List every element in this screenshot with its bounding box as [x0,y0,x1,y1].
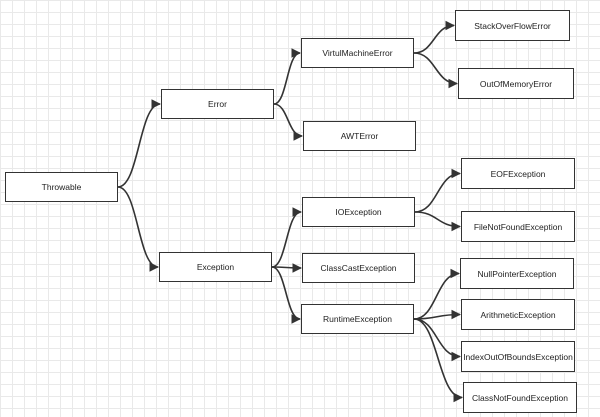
node-index-out-of-bounds-exception[interactable]: IndexOutOfBoundsException [461,341,575,372]
edge-runtime-exception-to-index-out-of-bounds-exception [413,318,461,362]
edge-error-to-awt-error [273,103,303,141]
edge-exception-to-class-cast-exception [271,263,302,273]
node-runtime-exception[interactable]: RuntimeException [301,304,414,334]
edge-throwable-to-exception [117,186,159,272]
node-null-pointer-exception[interactable]: NullPointerException [460,258,574,289]
edge-exception-to-runtime-exception [271,266,301,324]
node-virtual-machine-error[interactable]: VirtulMachineError [301,38,414,68]
edge-throwable-to-error [117,99,161,188]
node-class-not-found-exception[interactable]: ClassNotFoundException [463,382,577,413]
edge-exception-to-io-exception [271,207,302,268]
edge-runtime-exception-to-class-not-found-exception [413,318,463,403]
node-out-of-memory-error[interactable]: OutOfMemoryError [458,68,574,99]
edge-io-exception-to-file-not-found-exception [414,211,461,232]
node-stack-overflow-error[interactable]: StackOverFlowError [455,10,570,41]
edge-error-to-virtual-machine-error [273,48,301,105]
node-class-cast-exception[interactable]: ClassCastException [302,253,415,283]
node-file-not-found-exception[interactable]: FileNotFoundException [461,211,575,242]
node-io-exception[interactable]: IOException [302,197,415,227]
edge-runtime-exception-to-arithmetic-exception [413,309,461,320]
edge-runtime-exception-to-null-pointer-exception [413,268,460,320]
edge-io-exception-to-eof-exception [414,168,461,213]
node-error[interactable]: Error [161,89,274,119]
edge-virtual-machine-error-to-stack-overflow-error [413,20,455,54]
edge-virtual-machine-error-to-out-of-memory-error [413,52,458,89]
node-awt-error[interactable]: AWTError [303,121,416,151]
node-eof-exception[interactable]: EOFException [461,158,575,189]
node-arithmetic-exception[interactable]: ArithmeticException [461,299,575,330]
node-exception[interactable]: Exception [159,252,272,282]
node-throwable[interactable]: Throwable [5,172,118,202]
